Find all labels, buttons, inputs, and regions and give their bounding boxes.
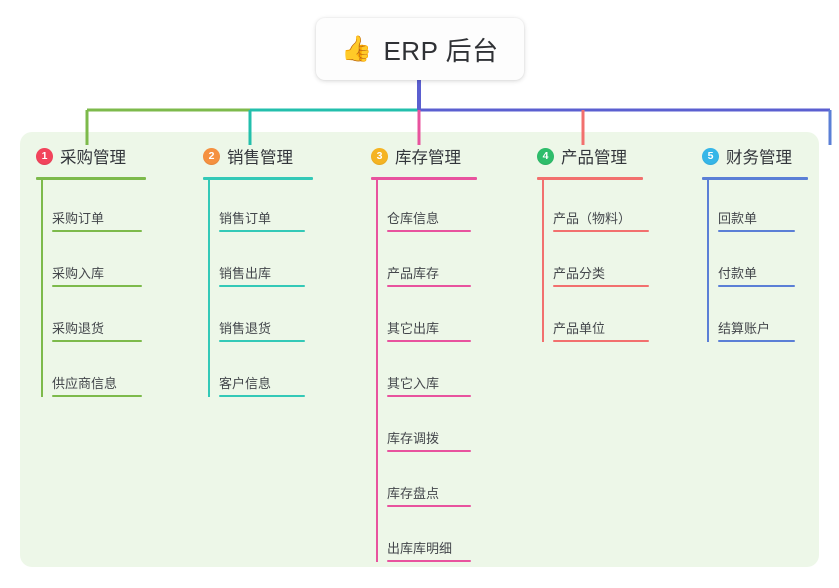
branch-leaf[interactable]: 产品库存	[387, 257, 471, 287]
branch-leaf-rule	[219, 285, 305, 287]
branch-leaf[interactable]: 供应商信息	[52, 367, 142, 397]
branch-leaf-label: 采购订单	[52, 211, 105, 226]
branch-leaf-rule	[718, 340, 795, 342]
branch-leaf-rule	[387, 450, 471, 452]
branch-leaf[interactable]: 销售出库	[219, 257, 305, 287]
branch-leaf-rule	[387, 505, 471, 507]
branch-leaf[interactable]: 采购订单	[52, 202, 142, 232]
branch-number-badge: 3	[371, 147, 388, 165]
background-panel	[20, 132, 819, 567]
branch-number-badge: 2	[203, 147, 220, 165]
branch-leaf-label: 库存盘点	[387, 486, 440, 501]
branch-number-badge: 5	[702, 147, 719, 165]
branch-leaf-label: 出库库明细	[387, 541, 453, 556]
branch-leaf[interactable]: 其它出库	[387, 312, 471, 342]
branch-leaf[interactable]: 产品分类	[553, 257, 649, 287]
branch-header-3[interactable]: 3 库存管理	[371, 144, 461, 168]
branch-leaf-rule	[387, 230, 471, 232]
thumbs-up-icon: 👍	[341, 34, 373, 63]
branch-leaf-rule	[219, 395, 305, 397]
root-node-card[interactable]: 👍 ERP 后台	[316, 18, 524, 80]
branch-spine	[208, 178, 210, 397]
branch-leaf-rule	[553, 230, 649, 232]
branch-leaf-rule	[553, 340, 649, 342]
branch-leaf[interactable]: 产品单位	[553, 312, 649, 342]
branch-leaf-label: 其它入库	[387, 376, 440, 391]
branch-leaf-label: 客户信息	[219, 376, 272, 391]
branch-leaf-rule	[553, 285, 649, 287]
branch-header-rule	[203, 177, 313, 180]
branch-leaf-rule	[387, 560, 471, 562]
branch-leaf-label: 产品单位	[553, 321, 606, 336]
branch-leaf-label: 回款单	[718, 211, 758, 226]
branch-leaf[interactable]: 结算账户	[718, 312, 795, 342]
branch-leaf-label: 供应商信息	[52, 376, 118, 391]
branch-leaf[interactable]: 付款单	[718, 257, 795, 287]
branch-title: 财务管理	[726, 149, 792, 167]
branch-header-2[interactable]: 2 销售管理	[203, 144, 293, 168]
branch-spine	[41, 178, 43, 397]
branch-spine	[707, 178, 709, 342]
branch-leaf-label: 采购退货	[52, 321, 105, 336]
branch-leaf[interactable]: 库存盘点	[387, 477, 471, 507]
branch-header-1[interactable]: 1 采购管理	[36, 144, 126, 168]
branch-leaf-rule	[387, 340, 471, 342]
branch-leaf[interactable]: 采购入库	[52, 257, 142, 287]
branch-leaf[interactable]: 产品（物料）	[553, 202, 649, 232]
branch-columns: 1 采购管理采购订单采购入库采购退货供应商信息 2 销售管理销售订单销售出库销售退货客…	[0, 132, 839, 567]
branch-leaf-label: 采购入库	[52, 266, 105, 281]
branch-leaf-label: 付款单	[718, 266, 758, 281]
branch-header-5[interactable]: 5 财务管理	[702, 144, 792, 168]
branch-leaf[interactable]: 回款单	[718, 202, 795, 232]
branch-leaf[interactable]: 库存调拨	[387, 422, 471, 452]
branch-leaf[interactable]: 客户信息	[219, 367, 305, 397]
branch-header-rule	[537, 177, 643, 180]
branch-header-rule	[702, 177, 808, 180]
branch-leaf-label: 其它出库	[387, 321, 440, 336]
branch-number-badge: 4	[537, 147, 554, 165]
branch-leaf-label: 销售退货	[219, 321, 272, 336]
branch-header-rule	[371, 177, 477, 180]
branch-leaf-rule	[219, 230, 305, 232]
branch-leaf-rule	[52, 285, 142, 287]
branch-leaf[interactable]: 其它入库	[387, 367, 471, 397]
branch-header-rule	[36, 177, 146, 180]
branch-leaf[interactable]: 仓库信息	[387, 202, 471, 232]
branch-leaf-rule	[52, 395, 142, 397]
branch-leaf-label: 产品库存	[387, 266, 440, 281]
branch-leaf-label: 销售订单	[219, 211, 272, 226]
branch-leaf-rule	[718, 285, 795, 287]
branch-leaf-rule	[52, 340, 142, 342]
branch-spine	[376, 178, 378, 562]
root-title: ERP 后台	[383, 35, 499, 66]
branch-leaf[interactable]: 销售退货	[219, 312, 305, 342]
branch-leaf-label: 产品（物料）	[553, 211, 632, 226]
branch-title: 采购管理	[60, 149, 126, 167]
branch-leaf-rule	[387, 395, 471, 397]
branch-header-4[interactable]: 4 产品管理	[537, 144, 627, 168]
branch-title: 产品管理	[561, 149, 627, 167]
branch-title: 库存管理	[395, 149, 461, 167]
branch-leaf-label: 库存调拨	[387, 431, 440, 446]
branch-title: 销售管理	[227, 149, 293, 167]
branch-leaf-rule	[387, 285, 471, 287]
branch-spine	[542, 178, 544, 342]
branch-leaf-rule	[52, 230, 142, 232]
branch-leaf[interactable]: 销售订单	[219, 202, 305, 232]
branch-leaf-rule	[219, 340, 305, 342]
branch-leaf-label: 仓库信息	[387, 211, 440, 226]
branch-leaf-rule	[718, 230, 795, 232]
branch-leaf[interactable]: 出库库明细	[387, 532, 471, 562]
branch-leaf[interactable]: 采购退货	[52, 312, 142, 342]
branch-leaf-label: 结算账户	[718, 321, 771, 336]
branch-leaf-label: 销售出库	[219, 266, 272, 281]
branch-number-badge: 1	[36, 147, 53, 165]
branch-leaf-label: 产品分类	[553, 266, 606, 281]
